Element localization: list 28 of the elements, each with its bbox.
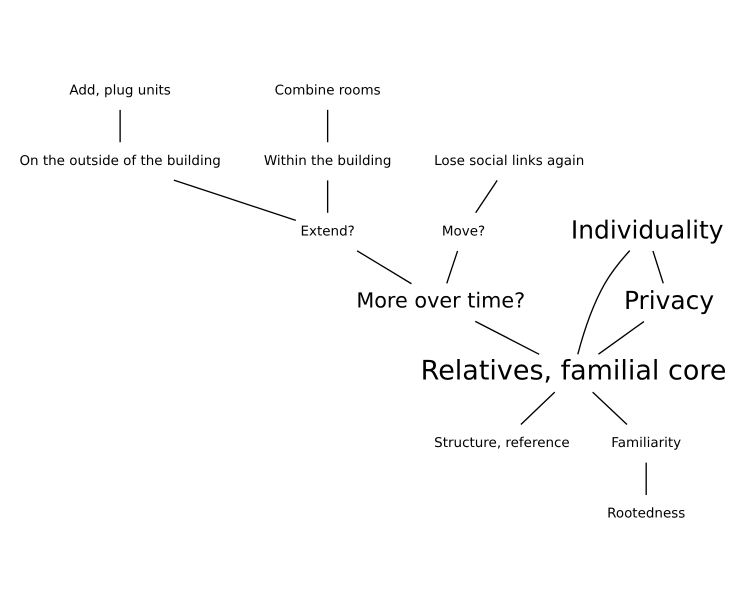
- connector: [326, 180, 328, 213]
- node-text: Add, plug units: [69, 82, 171, 98]
- connector: [592, 392, 628, 425]
- connector: [356, 250, 412, 284]
- node-text: Relatives, familial core: [420, 356, 726, 387]
- connector: [474, 320, 540, 355]
- node-text: Familiarity: [611, 435, 682, 452]
- node-text: Move?: [442, 223, 486, 240]
- connector: [326, 110, 328, 142]
- connector: [446, 250, 458, 284]
- node-text: More over time?: [356, 288, 526, 313]
- node-text: Individuality: [570, 215, 724, 244]
- connector: [475, 180, 498, 214]
- node-text: Structure, reference: [434, 435, 570, 452]
- connector: [520, 392, 556, 425]
- node-text: Extend?: [300, 223, 355, 240]
- node-text: Combine rooms: [274, 82, 381, 98]
- node-text: Privacy: [624, 286, 714, 315]
- connector: [174, 180, 296, 222]
- connector: [652, 250, 664, 284]
- node-text: On the outside of the building: [19, 152, 221, 169]
- node-text: Rootedness: [607, 506, 686, 522]
- node-text: Within the building: [264, 152, 392, 169]
- connector: [577, 250, 630, 354]
- connector: [119, 110, 121, 142]
- connector: [646, 462, 647, 496]
- node-text: Lose social links again: [434, 152, 584, 169]
- connector: [598, 320, 644, 355]
